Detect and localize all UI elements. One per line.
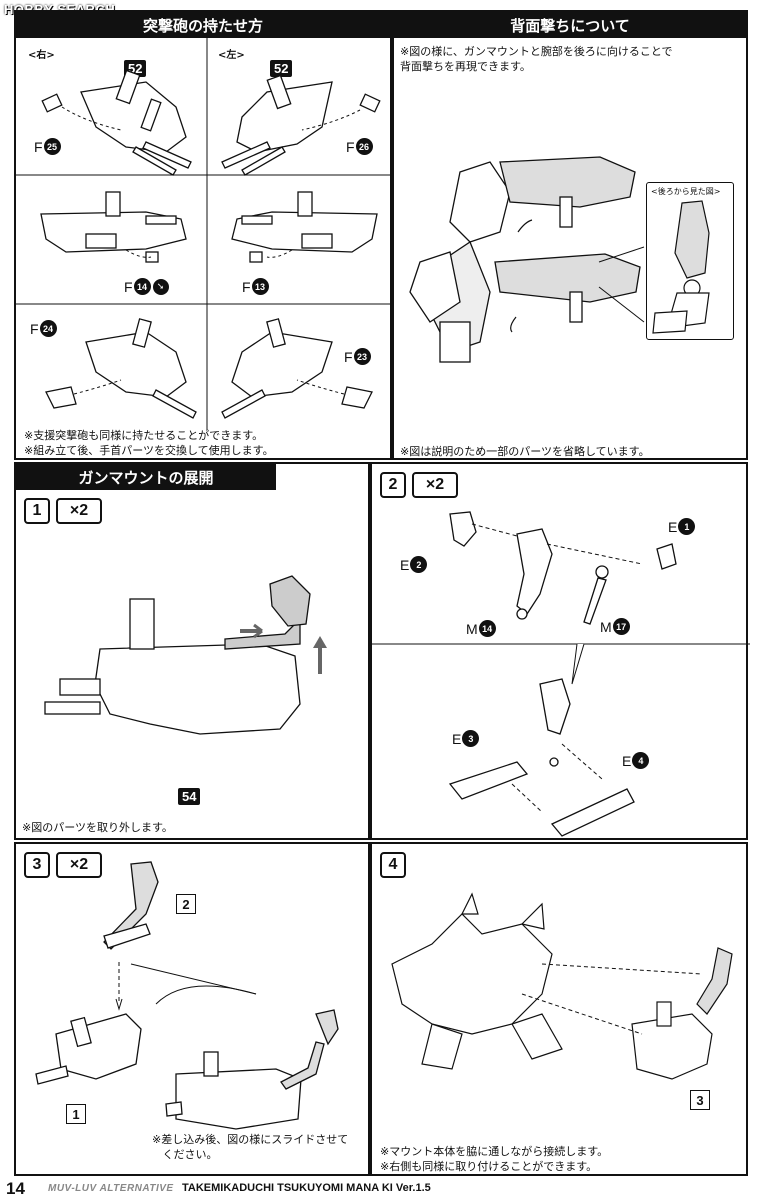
page-footer: 14 MUV-LUV ALTERNATIVE TAKEMIKADUCHI TSU…	[0, 1176, 760, 1200]
step-1-badge: 1	[24, 498, 50, 524]
step-3-assembly-illustration	[35, 861, 339, 1130]
hand-swap-icon: ➘	[152, 278, 169, 295]
step-2-multiplier: ×2	[412, 472, 458, 498]
gun-mount-section: ガンマウントの展開 1 ×2 54 ※図のパーツを取り外します。	[14, 462, 370, 840]
callout-part-1: 1	[66, 1104, 86, 1124]
gun-mount-note: ※図のパーツを取り外します。	[22, 821, 173, 834]
grip-section-title: 突撃砲の持たせ方	[16, 12, 390, 38]
gun-with-hand-illustration	[45, 318, 197, 419]
step-4-section: 4 3 ※マウント本体を脇に通しながら接続します。 ※右側も同様に取り付けること…	[370, 842, 748, 1176]
step-3-badge: 3	[24, 852, 50, 878]
step-4-note-1: ※マウント本体を脇に通しながら接続します。	[380, 1145, 609, 1158]
step-3-multiplier: ×2	[56, 852, 102, 878]
step-3-section: 3 ×2 2 1 ※差し込み後、図の様にスライドさせて ください。	[14, 842, 370, 1176]
grip-note-1: ※支援突撃砲も同様に持たせることができます。	[24, 429, 264, 442]
back-fire-robot-illustration	[409, 156, 641, 363]
callout-part-3: 3	[690, 1090, 710, 1110]
gun-mount-section-title: ガンマウントの展開	[16, 464, 276, 490]
rear-view-inset-title: <後ろから見た図>	[651, 187, 721, 196]
step-4-badge: 4	[380, 852, 406, 878]
callout-pointer-lines	[598, 246, 645, 323]
kit-title: TAKEMIKADUCHI TSUKUYOMI MANA KI Ver.1.5	[182, 1182, 431, 1194]
gun-side-view-illustration-left	[231, 191, 378, 263]
back-fire-section: 背面撃ちについて ※図の様に、ガンマウントと腕部を後ろに向けることで 背面撃ちを…	[392, 10, 748, 460]
back-fire-note-bottom: ※図は説明のため一部のパーツを省略しています。	[400, 445, 650, 458]
step-4-robot-attach-illustration	[391, 892, 733, 1080]
step-1-multiplier: ×2	[56, 498, 102, 524]
left-side-label: <左>	[218, 50, 245, 61]
back-fire-note-top: ※図の様に、ガンマウントと腕部を後ろに向けることで 背面撃ちを再現できます。	[400, 45, 673, 73]
grip-grid-lines	[14, 38, 392, 430]
assault-gun-illustration	[41, 69, 192, 176]
grip-note-2: ※組み立て後、手首パーツを交換して使用します。	[24, 444, 274, 457]
assault-gun-illustration-left	[221, 74, 381, 176]
step-4-note-2: ※右側も同様に取り付けることができます。	[380, 1160, 598, 1173]
step-2-badge: 2	[380, 472, 406, 498]
callout-part-2: 2	[176, 894, 196, 914]
gun-side-view-illustration	[40, 191, 187, 263]
part-52-badge-left: 52	[270, 60, 293, 77]
step-2-parts-illustration	[372, 511, 750, 837]
gun-with-hand-illustration-left	[221, 318, 373, 419]
gun-mount-detach-illustration	[44, 575, 327, 735]
step-3-note: ※差し込み後、図の様にスライドさせて ください。	[152, 1133, 349, 1161]
series-title: MUV-LUV ALTERNATIVE	[48, 1183, 174, 1194]
part-54-badge: 54	[178, 788, 201, 805]
rear-view-illustration	[652, 200, 710, 334]
rear-view-inset: <後ろから見た図>	[646, 182, 734, 340]
right-side-label: <右>	[28, 50, 55, 61]
back-fire-section-title: 背面撃ちについて	[394, 12, 746, 38]
page-number: 14	[6, 1179, 25, 1198]
